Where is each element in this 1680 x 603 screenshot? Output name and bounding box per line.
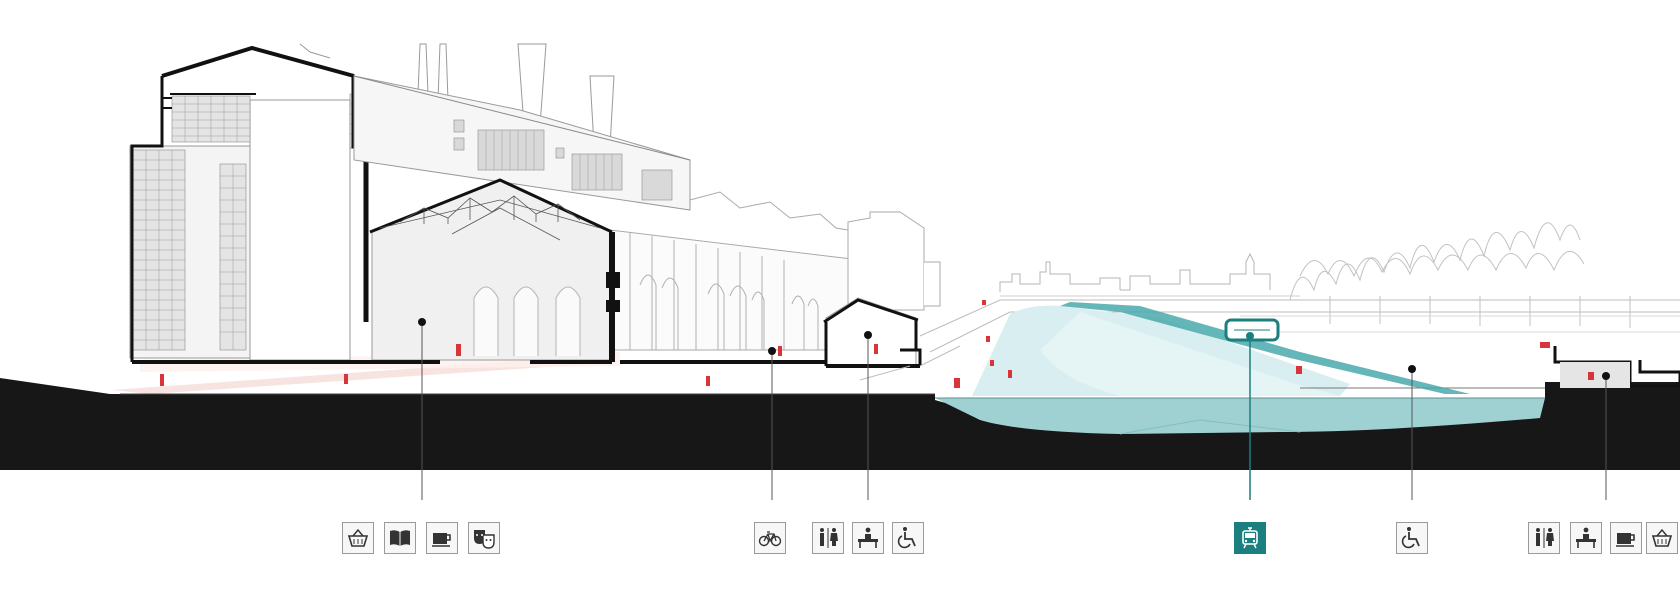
book-icon [384, 522, 416, 554]
wheelchair-icon [892, 522, 924, 554]
power-station-hall [353, 75, 881, 351]
information-desk-icon [852, 522, 884, 554]
tram-stop [1224, 318, 1280, 342]
floor-slabs [132, 360, 920, 368]
coffee-cup-icon [426, 522, 458, 554]
truss-hall [369, 178, 620, 362]
basket-icon [342, 522, 374, 554]
theater-masks-icon [468, 522, 500, 554]
chimneys [299, 43, 615, 147]
wheelchair-icon [1396, 522, 1428, 554]
distant-skyline [999, 252, 1300, 297]
restroom-icon [812, 522, 844, 554]
pavilion [823, 297, 922, 367]
tram-track [1060, 302, 1470, 394]
information-desk-icon [1570, 522, 1602, 554]
right-platform-block [1560, 362, 1630, 388]
background-buildings [847, 211, 941, 311]
ground-mass [0, 378, 1680, 470]
people-markers [160, 300, 1594, 388]
tram-icon [1234, 522, 1266, 554]
left-building [129, 45, 441, 362]
tree-line [1240, 222, 1680, 333]
basket-icon [1646, 522, 1678, 554]
callout-leaders [418, 318, 1610, 500]
coffee-cup-icon [1610, 522, 1642, 554]
restroom-icon [1528, 522, 1560, 554]
bicycle-icon [754, 522, 786, 554]
